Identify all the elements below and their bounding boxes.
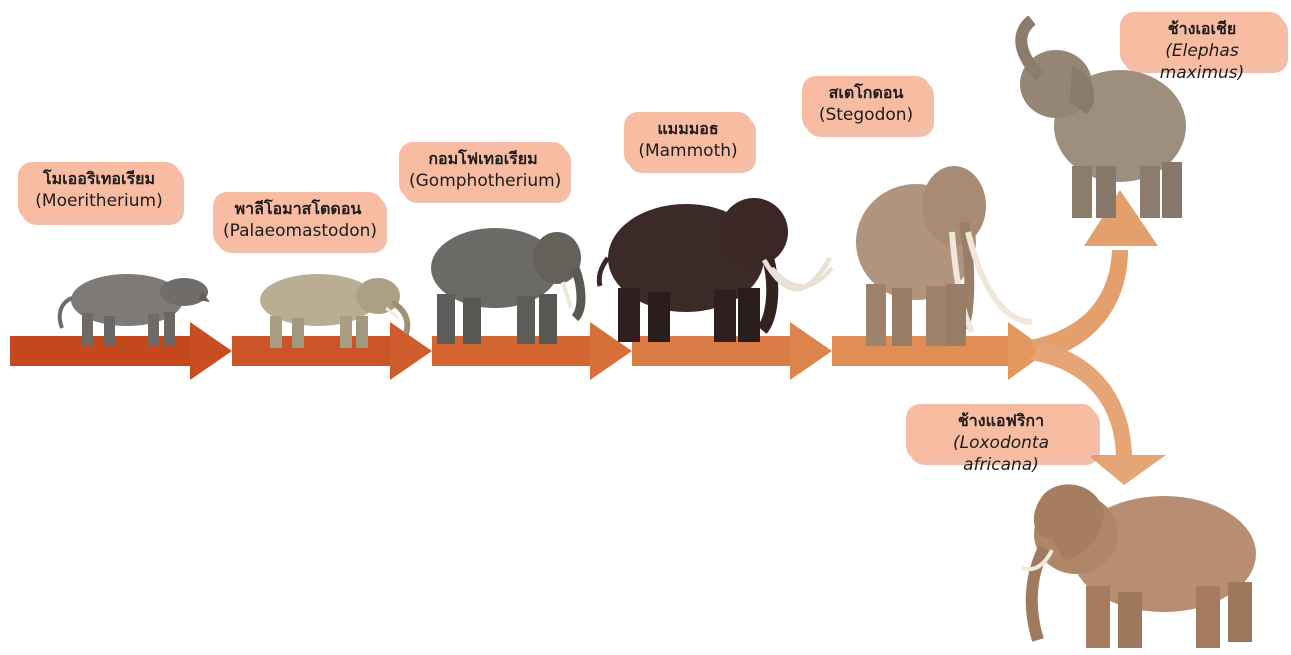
latin-name: (Palaeomastodon) — [223, 220, 373, 242]
asian-elephant-icon — [1000, 16, 1190, 222]
latin-name: (Gomphotherium) — [409, 170, 557, 192]
thai-name: โมเออริเทอเรียม — [28, 168, 170, 190]
thai-name: ช้างแอฟริกา — [916, 410, 1086, 432]
label-moeritherium: โมเออริเทอเรียม (Moeritherium) — [18, 162, 180, 220]
label-palaeomastodon: พาลีโอมาสโตดอน (Palaeomastodon) — [213, 192, 383, 248]
thai-name: สเตโกดอน — [812, 82, 920, 104]
thai-name: พาลีโอมาสโตดอน — [223, 198, 373, 220]
mammoth-icon — [596, 188, 836, 346]
latin-name: (Mammoth) — [634, 140, 742, 162]
label-stegodon: สเตโกดอน (Stegodon) — [802, 76, 930, 132]
label-mammoth: แมมมอธ (Mammoth) — [624, 112, 752, 168]
gomphotherium-icon — [425, 218, 590, 348]
thai-name: กอมโฟเทอเรียม — [409, 148, 557, 170]
african-elephant-icon — [1014, 476, 1268, 652]
palaeomastodon-icon — [240, 262, 415, 352]
label-gomphotherium: กอมโฟเทอเรียม (Gomphotherium) — [399, 142, 567, 198]
label-african-elephant: ช้างแอฟริกา (Loxodonta africana) — [906, 404, 1096, 460]
moeritherium-icon — [52, 258, 212, 350]
thai-name: แมมมอธ — [634, 118, 742, 140]
latin-name: (Loxodonta africana) — [916, 432, 1086, 476]
latin-name: (Moeritherium) — [28, 190, 170, 212]
latin-name: (Stegodon) — [812, 104, 920, 126]
